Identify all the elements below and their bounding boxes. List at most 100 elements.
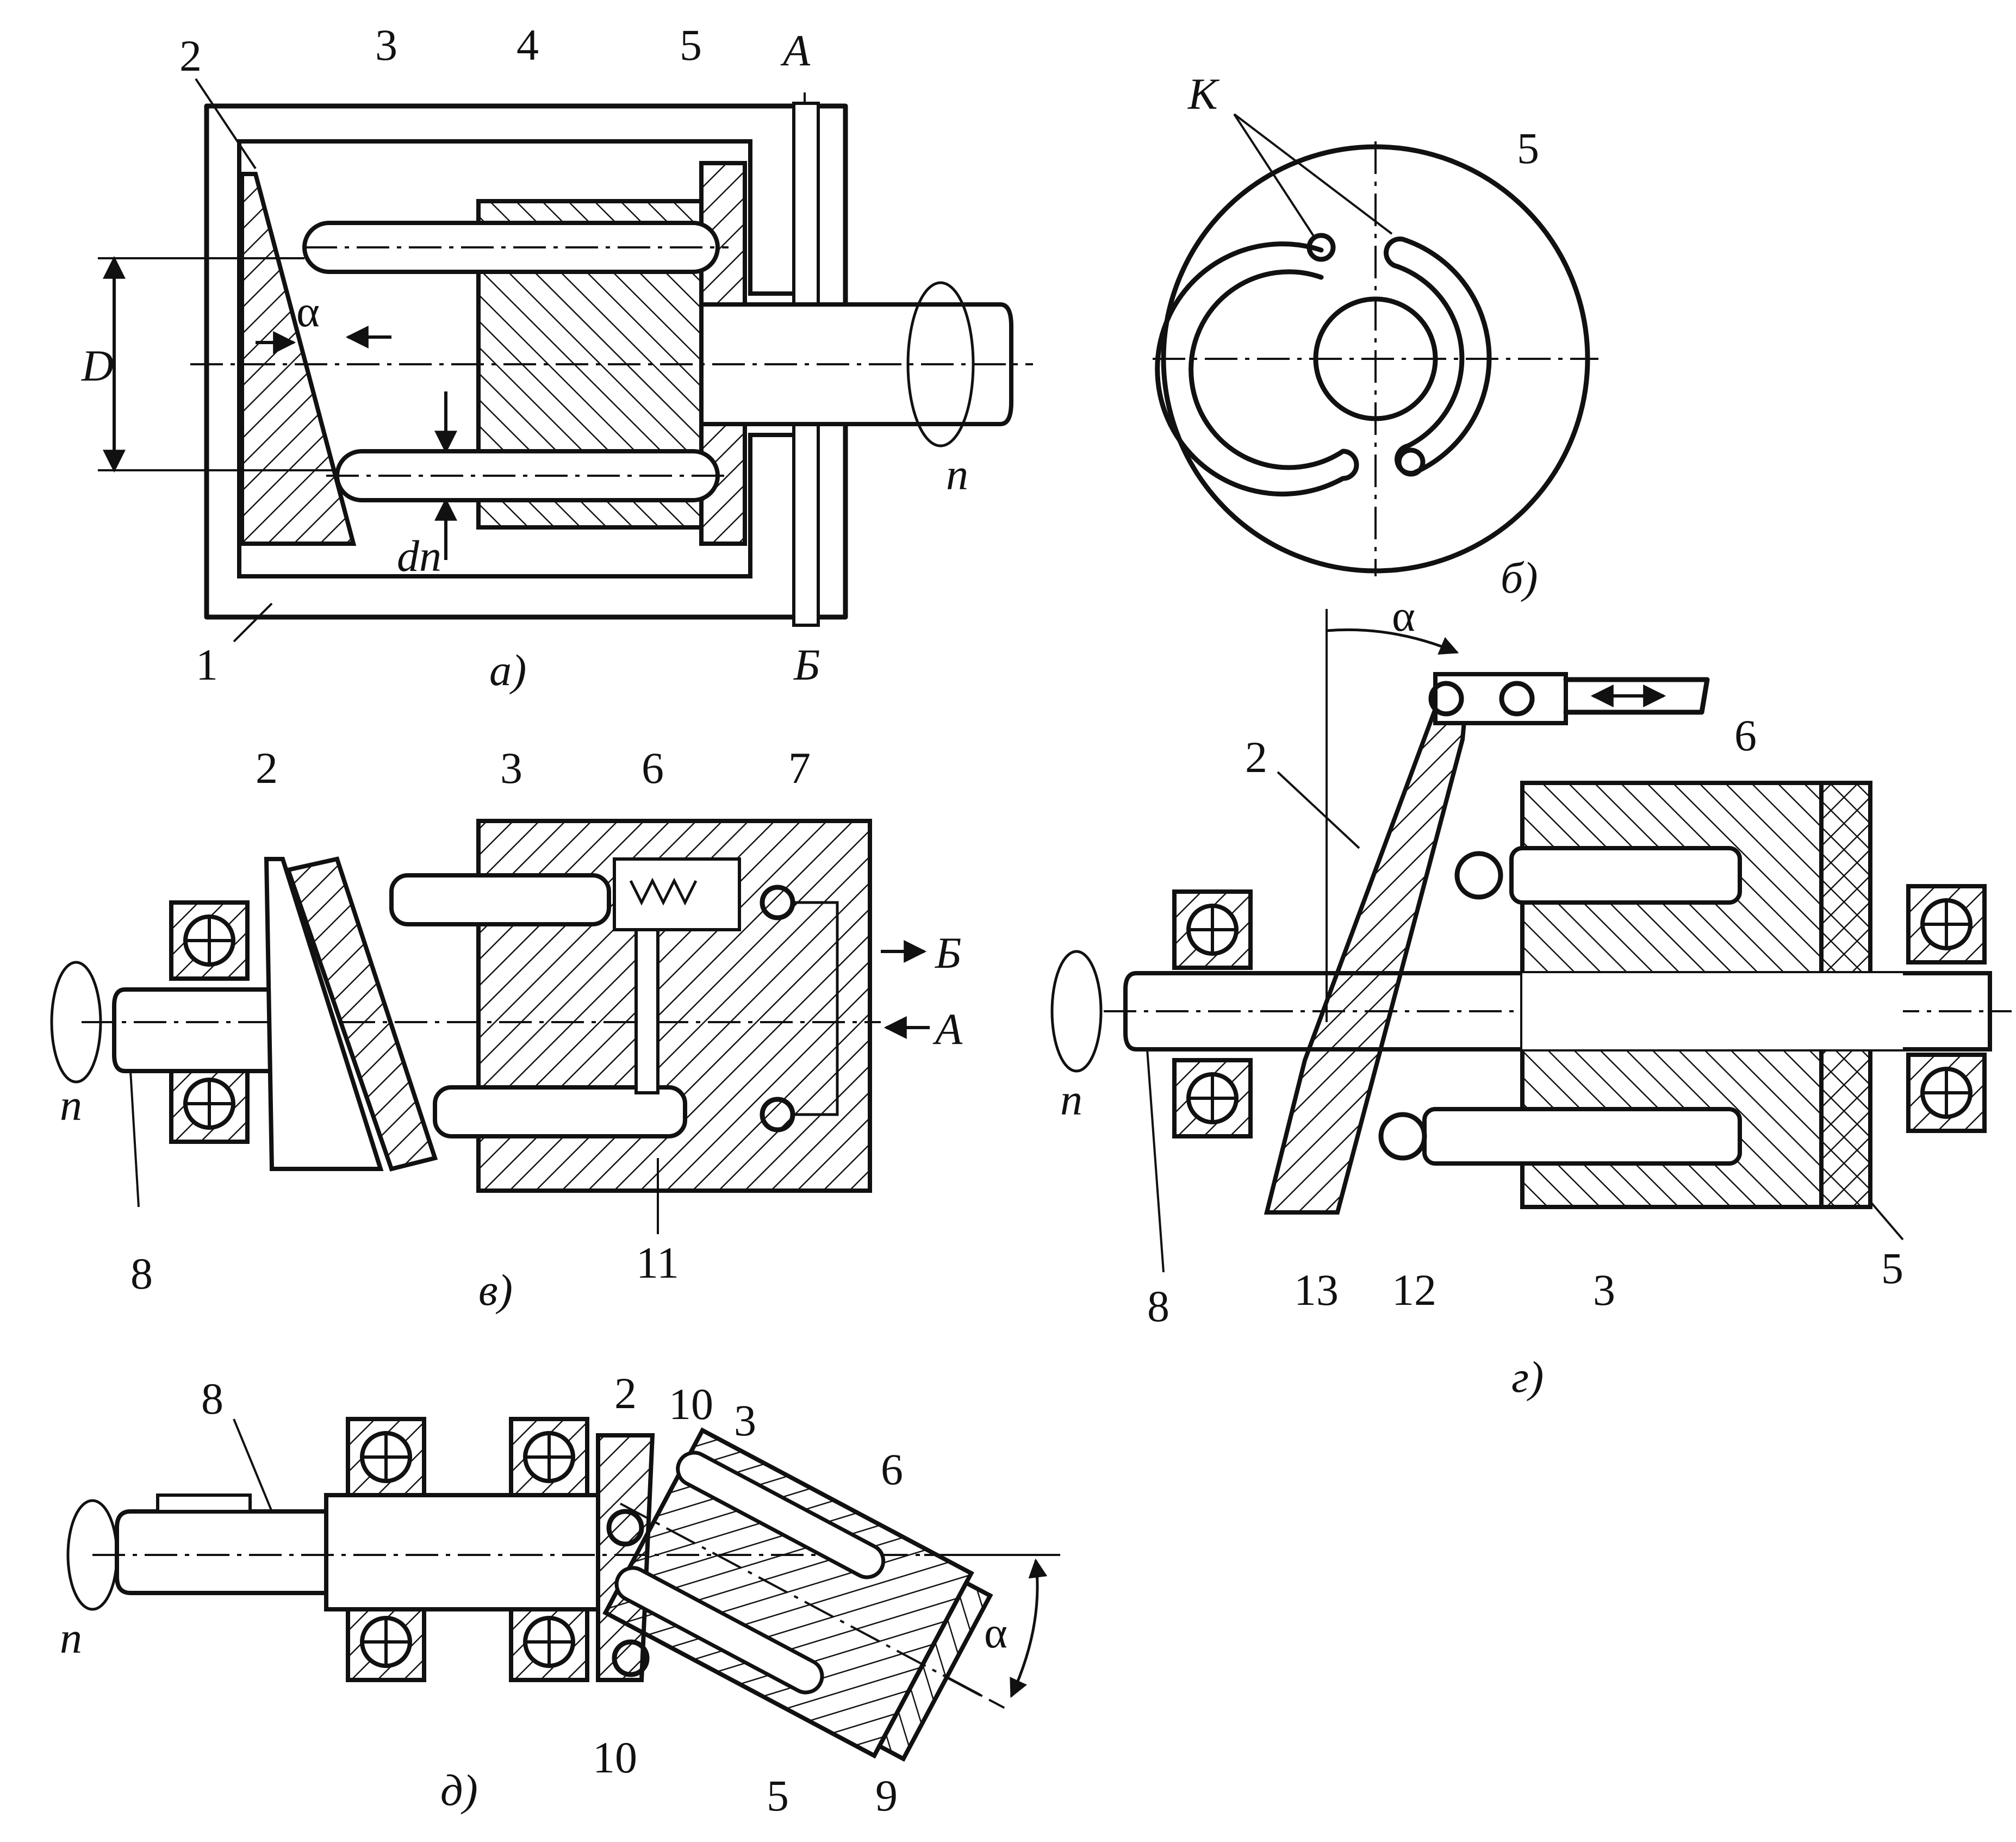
label-n: n [946, 450, 968, 499]
ball-joint-10-top [606, 1509, 644, 1547]
center-pin-9 [946, 1676, 981, 1696]
label-3-d: 3 [734, 1396, 756, 1445]
label-10-d-bottom: 10 [593, 1733, 637, 1782]
ball-joint-top [1454, 851, 1503, 900]
tilted-block-group [602, 1427, 1005, 1762]
label-alpha-d: α [984, 1608, 1007, 1657]
panel-d-pump: 8 2 10 3 6 n α 10 5 9 д) [60, 1368, 1060, 1820]
leader-2g [1277, 771, 1360, 849]
label-5-g: 5 [1881, 1243, 1903, 1293]
label-2-v: 2 [256, 743, 278, 793]
label-n-g: n [1060, 1075, 1082, 1124]
leader-2a [195, 78, 257, 170]
alpha-arc-d [1010, 1558, 1048, 1698]
label-3-g: 3 [1593, 1265, 1615, 1315]
shaft-8-v [112, 987, 274, 1073]
label-4: 4 [517, 20, 539, 70]
bearing-v-bottom [171, 1066, 247, 1142]
kidney-slot-right [1384, 237, 1492, 476]
port-k-2 [1396, 447, 1426, 477]
label-13-g: 13 [1294, 1265, 1339, 1315]
label-3-v: 3 [500, 743, 522, 793]
shaft-collar [324, 1493, 600, 1611]
leader-1a [233, 602, 273, 643]
label-5-b: 5 [1517, 123, 1539, 173]
label-5: 5 [680, 20, 702, 70]
caption-a: а) [489, 645, 526, 695]
central-channel [634, 928, 659, 1094]
label-12-g: 12 [1392, 1265, 1436, 1315]
label-dp: dп [397, 531, 441, 581]
leader-8d [233, 1418, 273, 1512]
label-alpha-g: α [1392, 591, 1415, 640]
label-6-d: 6 [881, 1445, 903, 1494]
caption-g: г) [1511, 1352, 1544, 1402]
label-8-v: 8 [130, 1249, 153, 1298]
label-2-d: 2 [614, 1368, 637, 1418]
housing-1 [204, 103, 848, 620]
control-lever [1563, 677, 1710, 715]
spring-chamber-top [613, 857, 741, 931]
label-7-v: 7 [788, 743, 811, 793]
label-B: Б [793, 640, 820, 689]
rotation-arrow-d [66, 1499, 119, 1611]
panel-v-pump: 2 3 6 7 Б А n 8 11 в) [50, 743, 963, 1315]
pivot-2 [1499, 681, 1535, 717]
label-2: 2 [179, 31, 202, 80]
inclined-disk-v [264, 857, 384, 1171]
piston-3-d [676, 1451, 886, 1579]
panel-g-pump: α 2 6 n 8 13 12 3 5 г) [1050, 591, 2012, 1402]
label-K: K [1187, 69, 1220, 119]
swash-plate-2 [240, 172, 357, 546]
label-5-d: 5 [767, 1771, 789, 1820]
shaft-gap [1522, 973, 1903, 1049]
shaft-key [156, 1493, 252, 1513]
label-6-v: 6 [642, 743, 664, 793]
spring-top [629, 878, 698, 906]
piston-g-top [1509, 846, 1742, 905]
label-6-g: 6 [1734, 711, 1757, 760]
label-8-d: 8 [201, 1374, 223, 1423]
label-10-d-top: 10 [669, 1379, 713, 1429]
bearing-d-1-bottom [348, 1604, 424, 1680]
panel-a-axial-pump: 2 3 4 5 А Б 1 D α dп n а) [81, 20, 1033, 695]
label-n-d: n [60, 1613, 82, 1663]
bearing-g-top-right [1908, 886, 1984, 962]
piston-3-v-top [389, 873, 611, 926]
label-2-g: 2 [1245, 732, 1267, 782]
label-11-v: 11 [636, 1238, 679, 1287]
pivot-1 [1428, 681, 1464, 717]
label-9-d: 9 [875, 1771, 898, 1820]
caption-b: б) [1501, 553, 1538, 602]
bearing-d-2-top [511, 1419, 587, 1495]
kidney-slot-left [1155, 241, 1359, 497]
shaft-8-d [115, 1509, 328, 1595]
panel-b-distributor: K 5 б) [1153, 69, 1598, 602]
shaft-a [699, 302, 1013, 426]
discharge-channel [794, 901, 839, 1116]
label-alpha: α [296, 287, 320, 336]
valve-ball-bottom [760, 1097, 795, 1132]
leader-8v [129, 1071, 140, 1208]
bearing-g-top-left [1174, 892, 1250, 968]
ball-joint-12 [1378, 1112, 1427, 1161]
label-D: D [81, 341, 114, 390]
bearing-v-top [171, 903, 247, 979]
valve-ball-7-top [760, 885, 795, 920]
axis-d-tilted [620, 1502, 1005, 1709]
label-n-v: n [60, 1080, 82, 1130]
leader-k1 [1233, 113, 1317, 240]
rotation-arrow-a [906, 281, 975, 447]
piston-3-g-bottom [1422, 1107, 1742, 1166]
label-A-v: А [932, 1004, 963, 1054]
label-8-g: 8 [1147, 1281, 1169, 1331]
bearing-d-2-bottom [511, 1604, 587, 1680]
caption-v: в) [478, 1265, 513, 1315]
label-1: 1 [196, 640, 218, 689]
swash-plate-2-v [285, 856, 438, 1172]
leader-k2 [1233, 113, 1393, 235]
piston-v-bottom [433, 1085, 687, 1138]
port-k-1 [1306, 233, 1336, 262]
rotation-arrow-g [1050, 950, 1103, 1073]
